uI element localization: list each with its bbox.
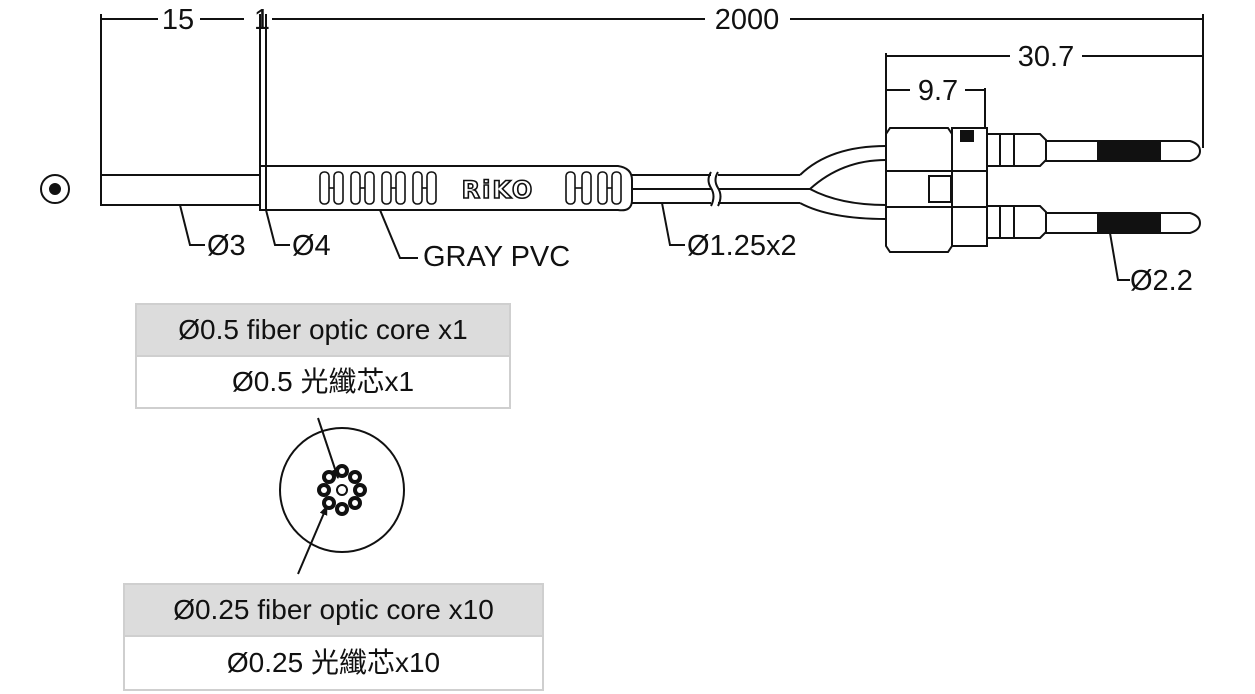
top-dimension-lines	[100, 14, 1204, 205]
gray-pvc-sleeve	[265, 165, 633, 212]
dim-2000: 2000	[715, 4, 780, 36]
riko-logo: RiKO	[462, 176, 535, 204]
label-dia1-25x2: Ø1.25x2	[687, 230, 797, 262]
dim-9-7: 9.7	[918, 75, 958, 107]
label-dia4: Ø4	[292, 230, 331, 262]
core-box-bottom-zh: Ø0.25 光纖芯x10	[125, 635, 542, 689]
dim-1: 1	[254, 4, 270, 36]
label-gray-pvc: GRAY PVC	[423, 241, 570, 273]
connector-housing	[885, 127, 988, 253]
connector-pins	[986, 133, 1202, 239]
cross-section	[279, 427, 405, 553]
core-box-top: Ø0.5 fiber optic core x1 Ø0.5 光纖芯x1	[135, 303, 511, 409]
dim-15: 15	[162, 4, 194, 36]
core-box-bottom: Ø0.25 fiber optic core x10 Ø0.25 光纖芯x10	[123, 583, 544, 691]
core-box-top-en: Ø0.5 fiber optic core x1	[137, 305, 509, 355]
duplex-cable	[632, 145, 887, 220]
sensor-tip	[100, 165, 267, 211]
core-box-top-zh: Ø0.5 光纖芯x1	[137, 355, 509, 407]
end-view-icon	[40, 174, 70, 204]
cross-section-arrows	[297, 417, 339, 575]
core-box-bottom-en: Ø0.25 fiber optic core x10	[125, 585, 542, 635]
label-dia2-2: Ø2.2	[1130, 265, 1193, 297]
leader-lines	[179, 202, 1130, 281]
dim-30-7: 30.7	[1018, 41, 1074, 73]
label-dia3: Ø3	[207, 230, 246, 262]
